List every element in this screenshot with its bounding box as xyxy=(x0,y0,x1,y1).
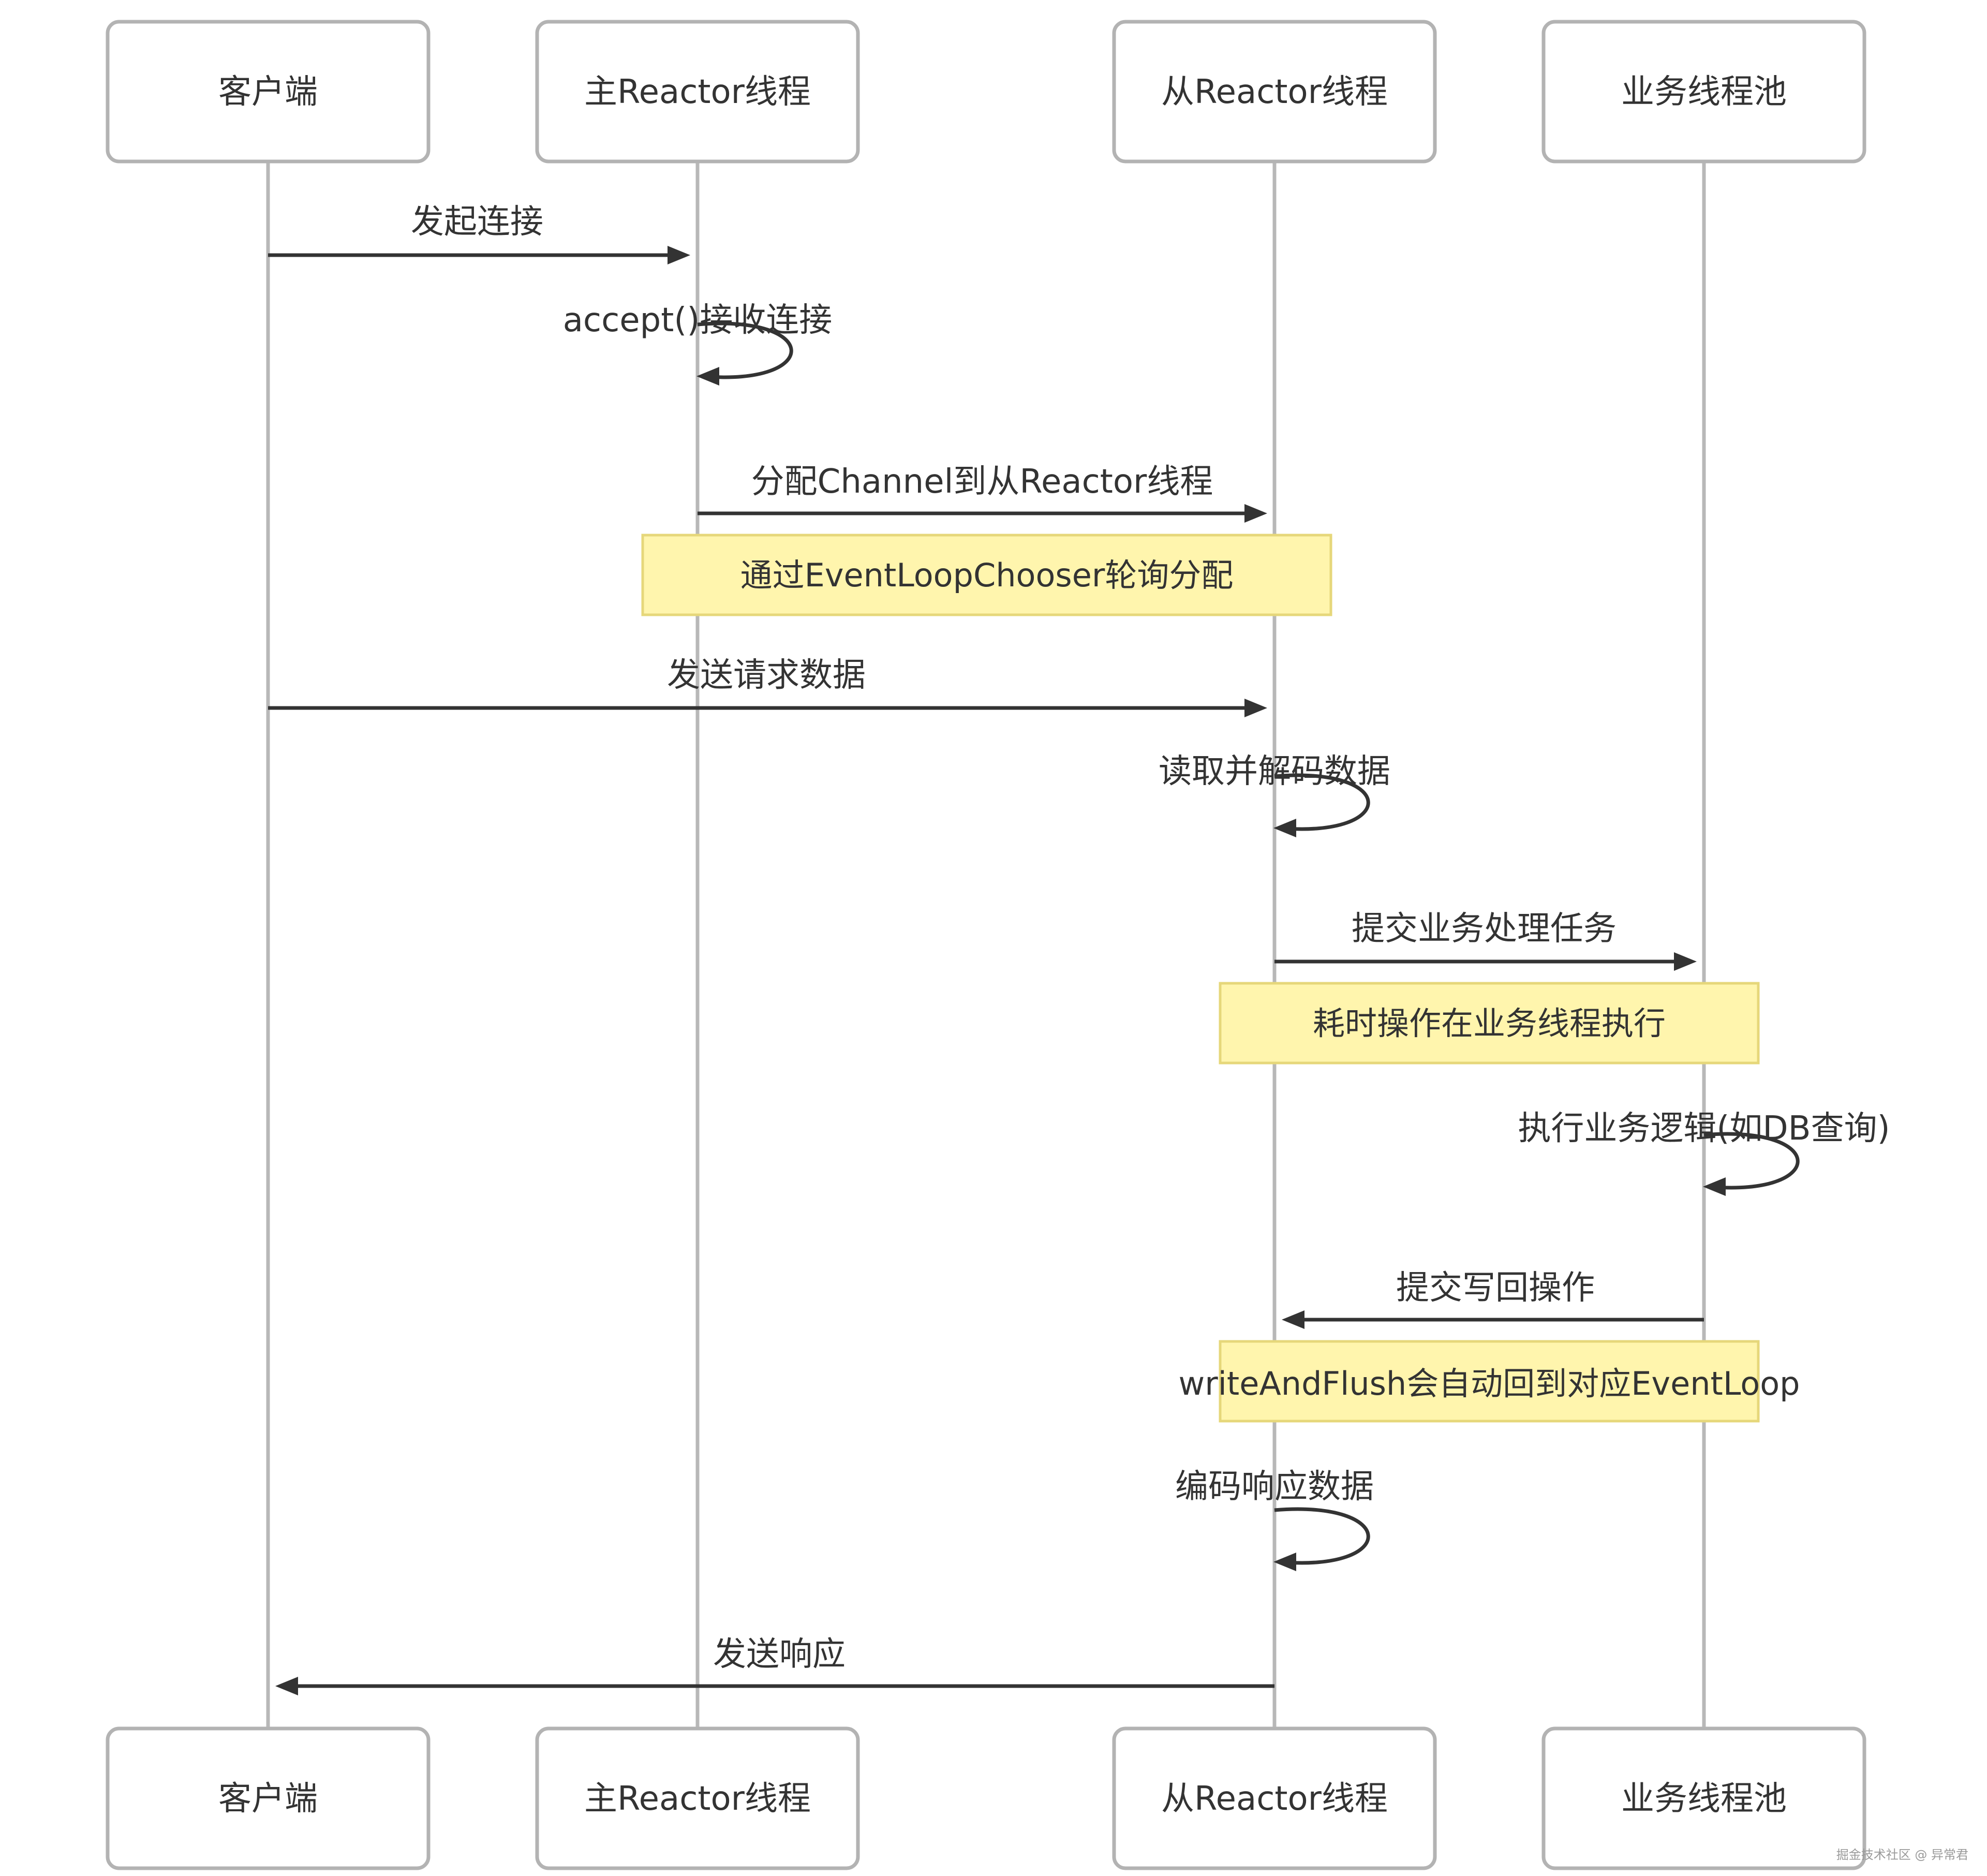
note-label-1: 耗时操作在业务线程执行 xyxy=(1313,1005,1666,1042)
self-message-arrowhead-1 xyxy=(696,367,719,386)
self-message-loop-1 xyxy=(697,321,793,379)
participant-box-sub_reactor-top xyxy=(1112,20,1437,164)
message-label-5: 提交业务处理任务 xyxy=(1352,910,1617,948)
participant-box-client-top xyxy=(106,20,431,164)
message-arrowhead-9 xyxy=(275,1677,298,1695)
self-message-loop-4 xyxy=(1274,773,1370,831)
participant-label-client-bottom: 客户端 xyxy=(218,1780,318,1818)
note-box-0 xyxy=(641,534,1332,616)
watermark: 掘金技术社区 @ 异常君 xyxy=(1836,1848,1968,1862)
message-arrowhead-2 xyxy=(1244,504,1267,523)
participant-label-sub_reactor-top: 从Reactor线程 xyxy=(1161,73,1388,111)
participant-label-biz_pool-bottom: 业务线程池 xyxy=(1621,1780,1787,1818)
self-message-label-4: 读取并解码数据 xyxy=(1159,752,1390,791)
note-box-2 xyxy=(1219,1340,1760,1423)
participant-box-main_reactor-bottom xyxy=(535,1726,860,1870)
message-label-3: 发送请求数据 xyxy=(667,656,866,695)
participant-label-main_reactor-top: 主Reactor线程 xyxy=(584,73,811,111)
message-arrowhead-0 xyxy=(668,246,690,264)
message-label-0: 发起连接 xyxy=(411,203,543,241)
participant-label-main_reactor-bottom: 主Reactor线程 xyxy=(584,1780,811,1818)
participant-box-client-bottom xyxy=(106,1726,431,1870)
note-label-0: 通过EventLoopChooser轮询分配 xyxy=(740,556,1234,594)
participant-box-biz_pool-top xyxy=(1541,20,1866,164)
note-box-1 xyxy=(1219,982,1760,1065)
self-message-loop-6 xyxy=(1703,1132,1800,1190)
self-message-label-1: accept()接收连接 xyxy=(563,301,833,339)
message-label-9: 发送响应 xyxy=(713,1635,846,1674)
note-label-2: writeAndFlush会自动回到对应EventLoop xyxy=(1178,1365,1800,1402)
participant-box-sub_reactor-bottom xyxy=(1112,1726,1437,1870)
message-label-2: 分配Channel到从Reactor线程 xyxy=(751,463,1213,501)
message-arrowhead-7 xyxy=(1282,1310,1304,1329)
participant-label-client-top: 客户端 xyxy=(218,73,318,111)
self-message-arrowhead-4 xyxy=(1273,819,1296,837)
message-arrowhead-3 xyxy=(1244,699,1267,717)
self-message-label-8: 编码响应数据 xyxy=(1175,1468,1374,1506)
message-arrowhead-5 xyxy=(1674,952,1697,971)
self-message-loop-8 xyxy=(1274,1507,1370,1565)
self-message-label-6: 执行业务逻辑(如DB查询) xyxy=(1518,1110,1890,1148)
participant-label-sub_reactor-bottom: 从Reactor线程 xyxy=(1161,1780,1388,1818)
participant-label-biz_pool-top: 业务线程池 xyxy=(1621,73,1787,111)
message-label-7: 提交写回操作 xyxy=(1396,1269,1595,1307)
participant-box-main_reactor-top xyxy=(535,20,860,164)
self-message-arrowhead-6 xyxy=(1703,1177,1726,1196)
self-message-arrowhead-8 xyxy=(1273,1553,1296,1571)
participant-box-biz_pool-bottom xyxy=(1541,1726,1866,1870)
